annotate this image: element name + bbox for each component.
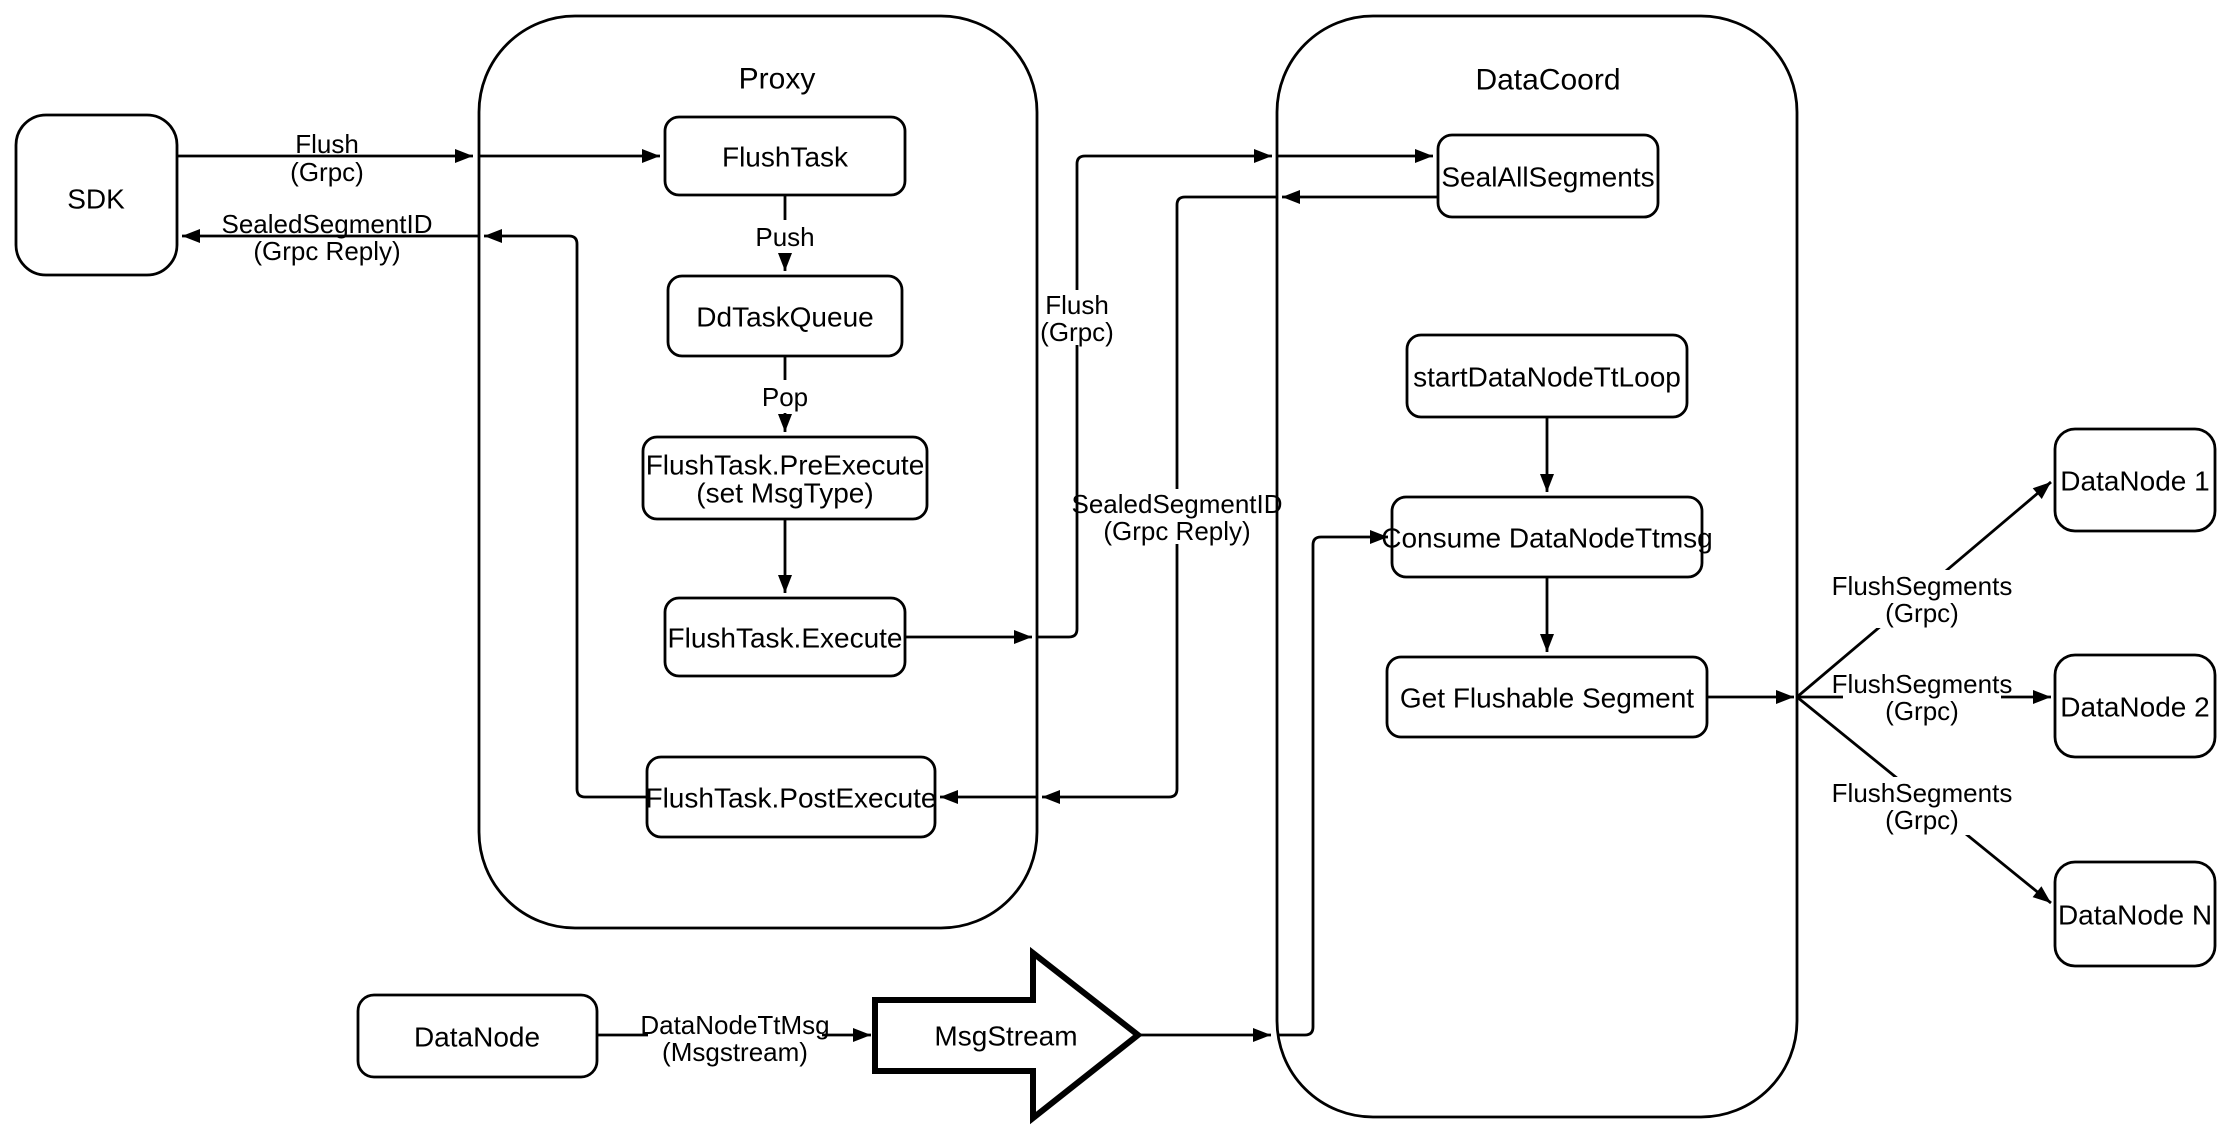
flushtask-node-box	[663, 115, 907, 197]
proxy-flush-edge-label-line1: Flush	[1045, 290, 1109, 320]
datanode1-node-box	[2053, 427, 2217, 533]
datanodettmsg-edge-label: DataNodeTtMsg (Msgstream)	[640, 1010, 829, 1067]
flushsegments3-edge-label: FlushSegments (Grpc)	[1832, 778, 2013, 835]
edge-flush-grpc-to-datacoord-border	[1037, 149, 1272, 639]
startdatanodettloop-node-label: startDataNodeTtLoop	[1413, 362, 1681, 393]
sealallsegments-node-label: SealAllSegments	[1441, 162, 1654, 193]
msgstream-node: MsgStream	[872, 946, 1143, 1125]
proxy-container-title: Proxy	[739, 63, 816, 96]
datanoden-node: DataNode N	[2053, 860, 2217, 968]
postexecute-node-label: FlushTask.PostExecute	[645, 783, 936, 814]
proxy-reply-edge-label: SealedSegmentID (Grpc Reply)	[1071, 489, 1282, 546]
flushsegments3-edge-label-line1: FlushSegments	[1832, 778, 2013, 808]
pop-label-bg	[760, 380, 810, 413]
preexecute-node-label-line2: (set MsgType)	[696, 478, 873, 509]
consumedatanodettmsg-node-box	[1390, 495, 1704, 579]
datanodettmsg-edge-label-line2: (Msgstream)	[662, 1037, 808, 1067]
ddtaskqueue-node-label: DdTaskQueue	[696, 302, 873, 333]
sdk-node-label: SDK	[67, 184, 125, 215]
datanode-source-node-box	[356, 993, 599, 1079]
flushtask-node-label: FlushTask	[722, 142, 849, 173]
datacoord-container-title: DataCoord	[1475, 64, 1620, 97]
sealallsegments-node: SealAllSegments	[1436, 133, 1660, 219]
execute-node: FlushTask.Execute	[663, 596, 907, 678]
preexecute-node: FlushTask.PreExecute (set MsgType)	[641, 435, 929, 521]
proxy-reply-edge-label-line1: SealedSegmentID	[1071, 489, 1282, 519]
pop-edge-label: Pop	[762, 382, 808, 412]
datanode-source-node: DataNode	[356, 993, 599, 1079]
flushsegments2-edge-label-line1: FlushSegments	[1832, 669, 2013, 699]
msgstream-node-label: MsgStream	[934, 1021, 1077, 1052]
edge-postexecute-to-proxy-border	[484, 229, 647, 799]
startdatanodettloop-node: startDataNodeTtLoop	[1405, 333, 1689, 419]
flushsegments2-edge-label-line2: (Grpc)	[1885, 696, 1959, 726]
datanodettmsg-edge-label-line1: DataNodeTtMsg	[640, 1010, 829, 1040]
flushsegments1-edge-label-line2: (Grpc)	[1885, 598, 1959, 628]
datanode2-node-box	[2053, 653, 2217, 759]
proxy-reply-edge-label-line2: (Grpc Reply)	[1103, 516, 1250, 546]
flushsegments1-edge-label: FlushSegments (Grpc)	[1832, 571, 2013, 628]
proxy-flush-edge-label: Flush (Grpc)	[1040, 290, 1114, 347]
datanode1-node: DataNode 1	[2053, 427, 2217, 533]
flushsegments1-label-bg	[1843, 570, 2001, 628]
flushsegments2-label-bg	[1843, 668, 2001, 726]
datanoden-node-label: DataNode N	[2058, 900, 2212, 931]
flushtask-node: FlushTask	[663, 115, 907, 197]
edge-msgstream-into-consume	[1277, 530, 1388, 1037]
datanode1-node-label: DataNode 1	[2060, 466, 2209, 497]
getflushablesegment-node-box	[1385, 655, 1709, 739]
sdk-flush-edge-label: Flush (Grpc)	[290, 129, 364, 187]
datacoord-container-border	[1275, 14, 1799, 1119]
sdk-flush-edge-label-line2: (Grpc)	[290, 157, 364, 187]
execute-node-label: FlushTask.Execute	[668, 623, 903, 654]
datanode2-node: DataNode 2	[2053, 653, 2217, 759]
sdk-node: SDK	[14, 113, 179, 277]
flushsegments3-edge-label-line2: (Grpc)	[1885, 805, 1959, 835]
consumedatanodettmsg-node: Consume DataNodeTtmsg	[1381, 495, 1713, 579]
msgstream-block-arrow-shape	[872, 946, 1143, 1125]
datanoden-node-box	[2053, 860, 2217, 968]
preexecute-node-box	[641, 435, 929, 521]
consumedatanodettmsg-node-label: Consume DataNodeTtmsg	[1381, 523, 1712, 554]
datanode2-node-label: DataNode 2	[2060, 692, 2209, 723]
flushsegments2-edge-label: FlushSegments (Grpc)	[1832, 669, 2013, 726]
flushsegments1-edge-label-line1: FlushSegments	[1832, 571, 2013, 601]
preexecute-node-label-line1: FlushTask.PreExecute	[646, 450, 925, 481]
ddtaskqueue-node-box	[666, 274, 904, 358]
proxy-reply-label-bg	[1080, 489, 1275, 544]
proxy-container-border	[477, 14, 1039, 930]
sdk-flush-edge-label-line1: Flush	[295, 129, 359, 159]
execute-node-box	[663, 596, 907, 678]
push-edge-label: Push	[755, 222, 814, 252]
sdk-reply-edge-label-line2: (Grpc Reply)	[253, 236, 400, 266]
postexecute-node-box	[645, 755, 937, 839]
sealallsegments-node-box	[1436, 133, 1660, 219]
proxy-flush-label-bg	[1041, 290, 1113, 345]
push-label-bg	[753, 220, 817, 253]
sdk-node-box	[14, 113, 179, 277]
sdk-reply-edge-label-line1: SealedSegmentID	[221, 209, 432, 239]
datacoord-container: DataCoord	[1275, 14, 1799, 1119]
ddtaskqueue-node: DdTaskQueue	[666, 274, 904, 358]
flushsegments3-label-bg	[1843, 777, 2001, 835]
startdatanodettloop-node-box	[1405, 333, 1689, 419]
getflushablesegment-node-label: Get Flushable Segment	[1400, 683, 1694, 714]
datanodettmsg-label-bg	[648, 1009, 822, 1065]
proxy-flush-edge-label-line2: (Grpc)	[1040, 317, 1114, 347]
proxy-container: Proxy	[477, 14, 1039, 930]
sdk-reply-edge-label: SealedSegmentID (Grpc Reply)	[221, 209, 432, 266]
datanode-source-node-label: DataNode	[414, 1022, 540, 1053]
postexecute-node: FlushTask.PostExecute	[645, 755, 937, 839]
getflushablesegment-node: Get Flushable Segment	[1385, 655, 1709, 739]
